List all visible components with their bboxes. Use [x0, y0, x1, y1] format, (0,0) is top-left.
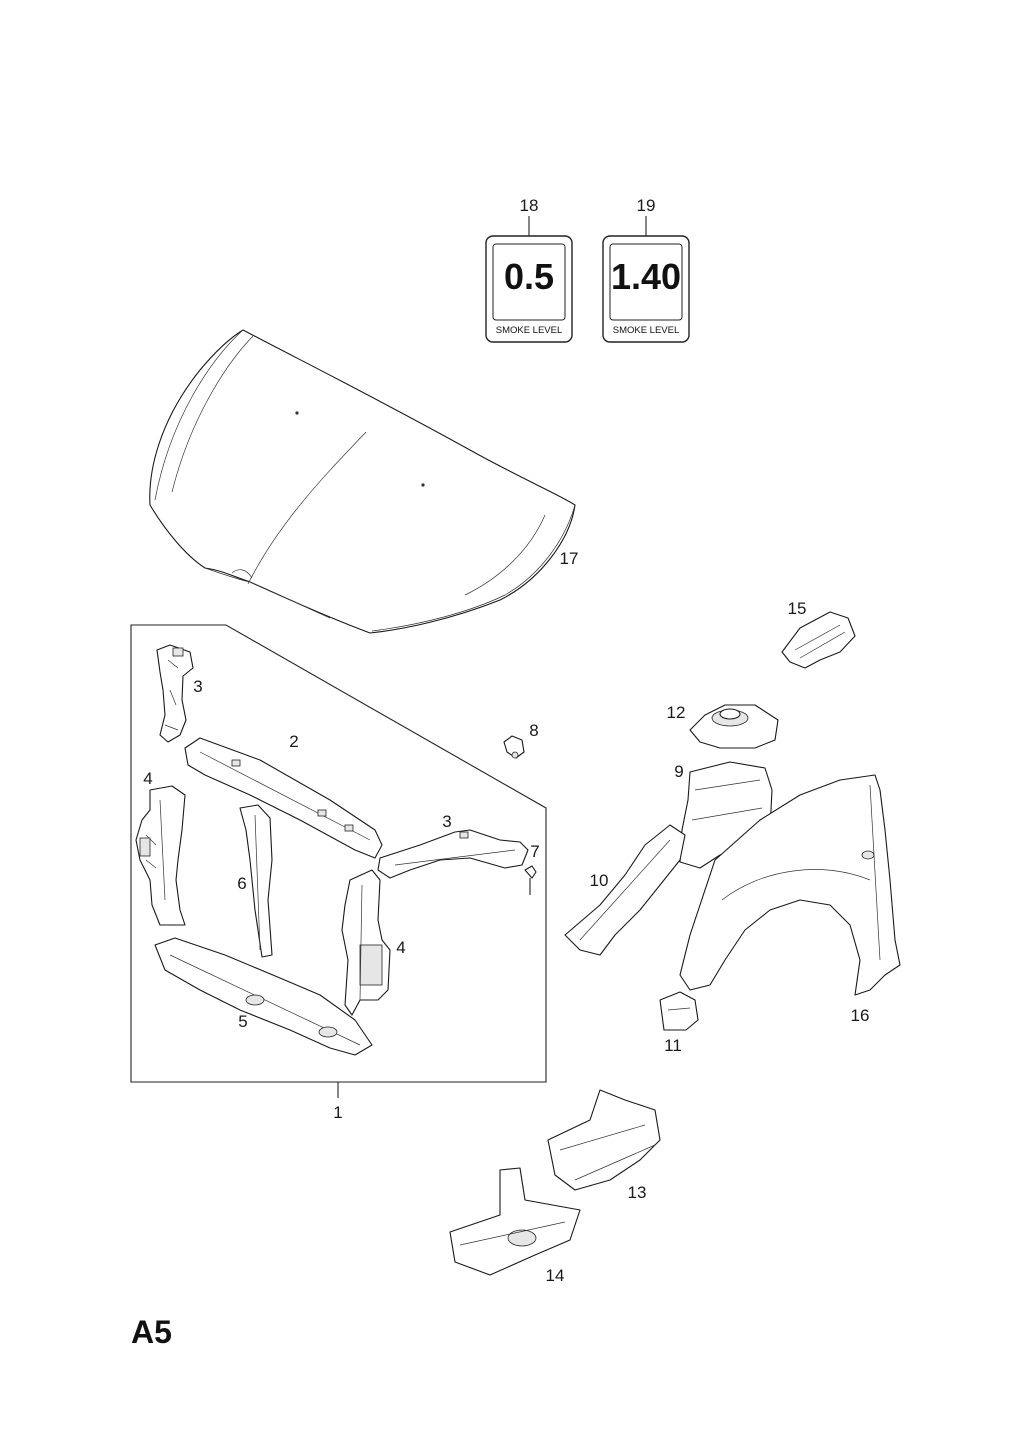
callout-9: 9	[674, 762, 683, 781]
callout-4-left: 4	[143, 769, 152, 788]
callout-10: 10	[590, 871, 609, 890]
callout-4-right: 4	[396, 938, 405, 957]
callout-11: 11	[664, 1036, 682, 1055]
part-4-left	[135, 785, 186, 926]
callout-13: 13	[628, 1183, 647, 1202]
part-14-battery-bracket	[449, 1167, 581, 1276]
part-3-right	[377, 829, 529, 879]
callout-14: 14	[546, 1266, 565, 1285]
part-16-fender	[679, 774, 901, 996]
part-12-strut-mount	[689, 704, 779, 749]
callout-16: 16	[851, 1006, 870, 1025]
smoke-value-18: 0.5	[504, 256, 554, 297]
smoke-value-19: 1.40	[611, 256, 681, 297]
callout-15: 15	[788, 599, 807, 618]
callout-1: 1	[333, 1103, 342, 1122]
smoke-caption-19: SMOKE LEVEL	[613, 325, 680, 336]
callout-2: 2	[289, 732, 298, 751]
part-13-battery-tray	[547, 1089, 661, 1191]
callout-12: 12	[667, 703, 686, 722]
part-7-bolt	[524, 865, 537, 895]
callout-19: 19	[637, 196, 656, 215]
smoke-caption-18: SMOKE LEVEL	[496, 325, 563, 336]
page-code: A5	[131, 1314, 172, 1350]
callout-3-right: 3	[442, 812, 451, 831]
part-11-bracket	[659, 991, 699, 1031]
callout-18: 18	[520, 196, 539, 215]
assembly-frame	[130, 624, 547, 1098]
callout-3-left: 3	[193, 677, 202, 696]
callout-7: 7	[530, 842, 539, 861]
callout-17: 17	[560, 549, 579, 568]
part-5-lower-tie-bar	[154, 937, 373, 1056]
callout-6: 6	[237, 874, 246, 893]
part-3-left	[156, 644, 194, 743]
part-6-stay	[239, 804, 273, 958]
part-10-apron	[564, 824, 686, 956]
callout-5: 5	[238, 1012, 247, 1031]
hood-drawing	[149, 329, 576, 634]
part-15-bracket	[781, 611, 856, 669]
part-4-right	[341, 869, 391, 1016]
part-8-clip	[503, 735, 525, 759]
part-2-upper-tie-bar	[184, 737, 383, 859]
callout-8: 8	[529, 721, 538, 740]
smoke-label-18: 0.5 SMOKE LEVEL	[485, 216, 573, 343]
smoke-label-19: 1.40 SMOKE LEVEL	[602, 216, 690, 343]
